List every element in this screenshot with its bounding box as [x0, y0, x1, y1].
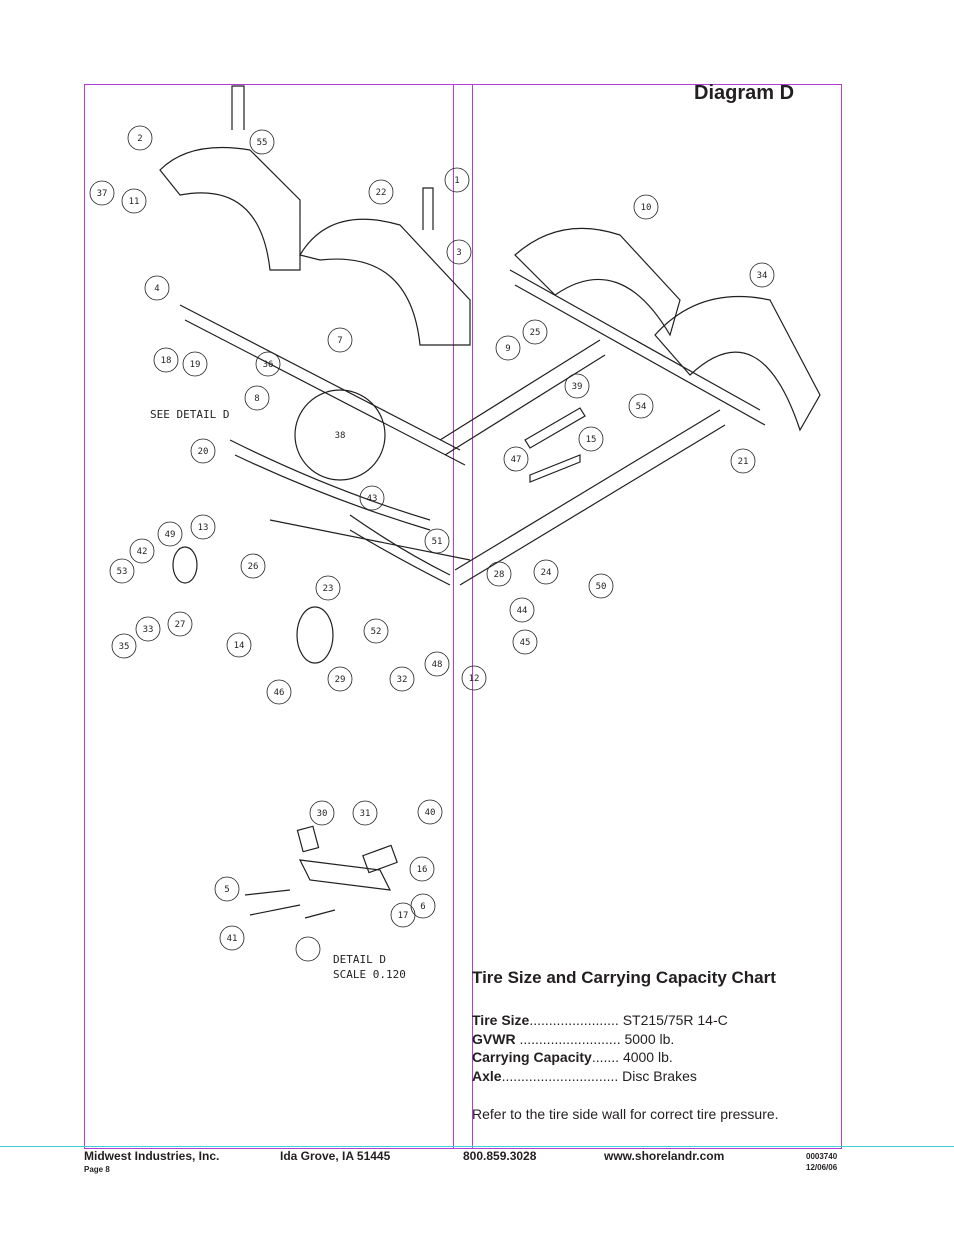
part-number-callout: 21 — [738, 457, 749, 467]
part-number-callout: 33 — [143, 625, 154, 635]
part-number-callout: 1 — [454, 176, 459, 186]
part-number-callout: 5 — [224, 885, 229, 895]
footer-date: 12/06/06 — [806, 1163, 838, 1172]
part-number-callout: 43 — [367, 494, 378, 504]
see-detail-label: SEE DETAIL D — [150, 408, 229, 421]
part-number-callout: 23 — [323, 584, 334, 594]
part-number-callout: 15 — [586, 435, 597, 445]
part-number-callout: 34 — [757, 271, 768, 281]
part-number-callout: 3 — [456, 248, 461, 258]
footer-rule — [0, 1146, 954, 1147]
part-number-callout: 55 — [257, 138, 268, 148]
detail-circle — [294, 389, 386, 481]
part-number-callout: 6 — [420, 902, 425, 912]
part-number-callout: 12 — [469, 674, 480, 684]
part-number-callout: 26 — [248, 562, 259, 572]
part-number-callout: 50 — [596, 582, 607, 592]
part-number-callout: 36 — [263, 360, 274, 370]
chart-title: Tire Size and Carrying Capacity Chart — [472, 968, 776, 987]
spec-row: Axle.............................. Disc … — [472, 1068, 697, 1084]
detail-label-2: SCALE 0.120 — [333, 968, 406, 981]
fender-right-2 — [654, 295, 821, 432]
frame-rail-rear — [509, 269, 766, 426]
part-number-callout: 10 — [641, 203, 652, 213]
part-number-callout: 16 — [417, 865, 428, 875]
spec-row: Tire Size....................... ST215/7… — [472, 1012, 728, 1028]
footer-page: Page 8 — [84, 1165, 110, 1174]
frame-rail-front — [179, 304, 466, 466]
part-number-callout: 18 — [161, 356, 172, 366]
part-number-callout: 53 — [117, 567, 128, 577]
part-number-callout: 45 — [520, 638, 531, 648]
part-number-callout: 44 — [517, 606, 528, 616]
footer-city: Ida Grove, IA 51445 — [280, 1149, 391, 1163]
part-number-callout: 39 — [572, 382, 583, 392]
part-number-callout: 2 — [137, 134, 142, 144]
part-number-callout: 11 — [129, 197, 140, 207]
part-number-callout: 31 — [360, 809, 371, 819]
part-number-callout: 35 — [119, 642, 130, 652]
part-number-callout: 52 — [371, 627, 382, 637]
part-number-callout: 28 — [494, 570, 505, 580]
part-number-callout: 17 — [398, 911, 409, 921]
part-number-callout: 25 — [530, 328, 541, 338]
fender-left-2 — [299, 218, 471, 346]
fender-right-1 — [514, 227, 681, 337]
part-number-callout: 7 — [337, 336, 342, 346]
part-number-callout: 41 — [227, 934, 238, 944]
part-number-callout: 47 — [511, 455, 522, 465]
detail-label-1: DETAIL D — [333, 953, 386, 966]
footer-website: www.shorelandr.com — [604, 1149, 725, 1163]
detail-plate — [298, 859, 392, 891]
part-number-callout: 13 — [198, 523, 209, 533]
part-number-callout: 48 — [432, 660, 443, 670]
footer-doc-number: 0003740 — [806, 1152, 838, 1161]
frame-rail-long-2 — [454, 409, 726, 586]
part-number-callout: 22 — [376, 188, 387, 198]
diagram-title: Diagram D — [694, 82, 795, 104]
part-number-callout: 51 — [432, 537, 443, 547]
part-number-callout: 38 — [335, 431, 346, 441]
footer-phone: 800.859.3028 — [463, 1149, 537, 1163]
fender-left-1 — [159, 147, 301, 271]
part-number-callout: 29 — [335, 675, 346, 685]
spec-row: Carrying Capacity....... 4000 lb. — [472, 1049, 673, 1065]
footer-company: Midwest Industries, Inc. — [84, 1149, 220, 1163]
part-number-callout: 54 — [636, 402, 647, 412]
frame-rail-long-1 — [439, 339, 606, 456]
column-divider — [453, 84, 473, 1149]
part-number-callout: 27 — [175, 620, 186, 630]
part-number-callout: 49 — [165, 530, 176, 540]
part-number-callout: 19 — [190, 360, 201, 370]
spec-row: GVWR .......................... 5000 lb. — [472, 1031, 675, 1047]
part-number-callout: 42 — [137, 547, 148, 557]
part-number-callout: 32 — [397, 675, 408, 685]
part-number-callout: 9 — [505, 344, 510, 354]
part-number-callout: 46 — [274, 688, 285, 698]
part-number-callout: 4 — [154, 284, 159, 294]
part-number-callout: 30 — [317, 809, 328, 819]
part-number-callout: 24 — [541, 568, 552, 578]
part-number-callout: 40 — [425, 808, 436, 818]
part-number-callout: 8 — [254, 394, 259, 404]
part-number-callout: 20 — [198, 447, 209, 457]
part-number-callout: 37 — [97, 189, 108, 199]
part-number-callout: 14 — [234, 641, 245, 651]
tire-pressure-note: Refer to the tire side wall for correct … — [472, 1106, 779, 1122]
